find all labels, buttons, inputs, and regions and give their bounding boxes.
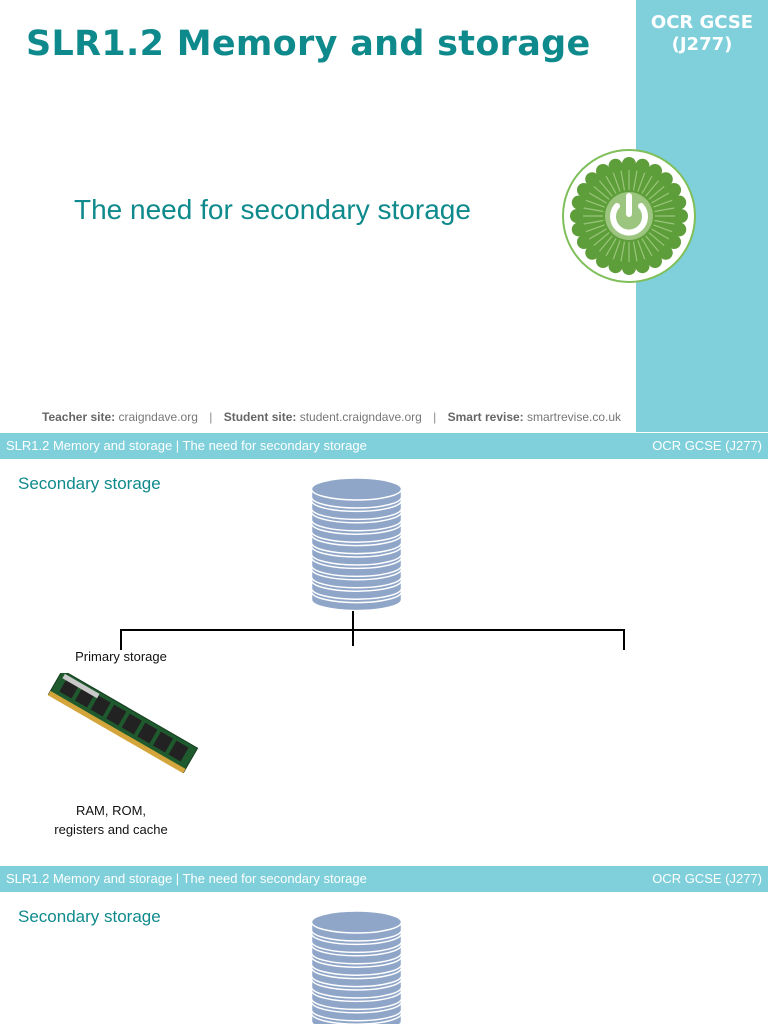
ram-caption: RAM, ROM, registers and cache — [40, 801, 182, 839]
smart-revise-label: Smart revise: — [447, 410, 524, 424]
smart-revise-link[interactable]: smartrevise.co.uk — [527, 410, 622, 424]
badge-line-2: (J277) — [671, 34, 733, 55]
slide-subtitle: The need for secondary storage — [74, 194, 471, 225]
ram-caption-line-1: RAM, ROM, — [75, 803, 147, 818]
separator: | — [433, 410, 437, 424]
course-badge: OCR GCSE (J277) — [636, 12, 768, 56]
teacher-site-link[interactable]: craigndave.org — [118, 410, 198, 424]
student-site-link[interactable]: student.craigndave.org — [299, 410, 422, 424]
teacher-site-label: Teacher site: — [42, 410, 116, 424]
footer-links: Teacher site: craigndave.org | Student s… — [42, 410, 621, 424]
ram-caption-line-2: registers and cache — [54, 822, 168, 837]
slide-title: SLR1.2 Memory and storage — [26, 24, 591, 64]
section-heading: Secondary storage — [18, 474, 161, 493]
section-heading: Secondary storage — [18, 907, 161, 926]
badge-line-1: OCR GCSE — [650, 12, 754, 33]
power-logo-icon — [562, 149, 696, 283]
title-slide: OCR GCSE (J277) SLR1.2 Memory and storag… — [0, 0, 768, 432]
content-slide: SLR1.2 Memory and storage | The need for… — [0, 433, 768, 865]
header-strip: SLR1.2 Memory and storage | The need for… — [0, 866, 768, 892]
database-icon — [310, 910, 403, 1024]
primary-storage-label: Primary storage — [75, 649, 167, 664]
strip-breadcrumb: SLR1.2 Memory and storage | The need for… — [6, 438, 367, 453]
content-slide: SLR1.2 Memory and storage | The need for… — [0, 866, 768, 1024]
strip-course: OCR GCSE (J277) — [652, 871, 762, 886]
ram-module-icon — [47, 673, 199, 773]
separator: | — [209, 410, 213, 424]
database-icon — [310, 477, 403, 611]
student-site-label: Student site: — [223, 410, 297, 424]
header-strip: SLR1.2 Memory and storage | The need for… — [0, 433, 768, 459]
strip-breadcrumb: SLR1.2 Memory and storage | The need for… — [6, 871, 367, 886]
strip-course: OCR GCSE (J277) — [652, 438, 762, 453]
